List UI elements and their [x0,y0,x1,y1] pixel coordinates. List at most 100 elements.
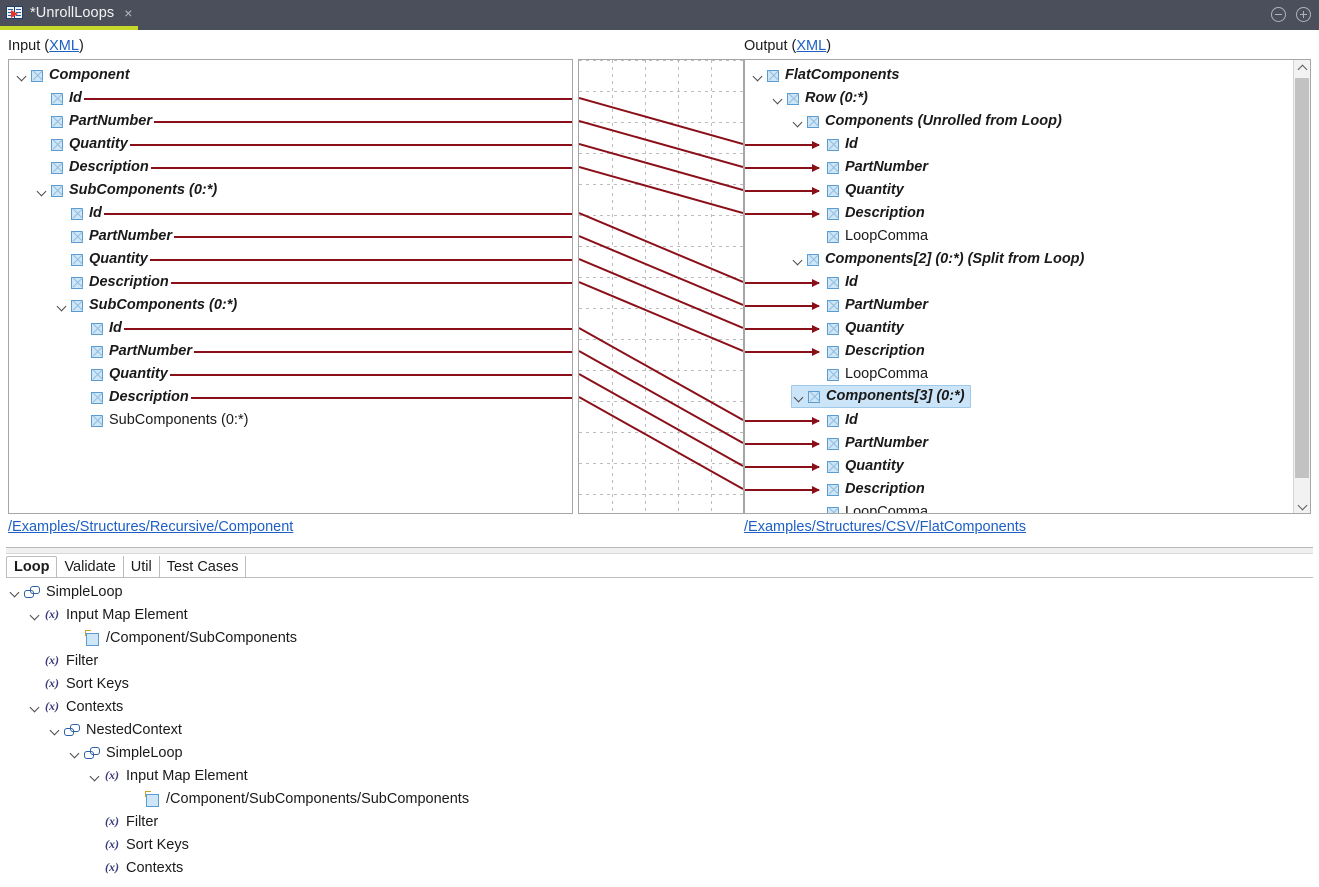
node-checkbox-icon[interactable] [827,506,839,513]
chevron-down-icon[interactable] [28,700,42,714]
output-tree-row[interactable]: Description [811,202,925,225]
chevron-down-icon[interactable] [48,723,62,737]
input-tree-row[interactable]: Component [15,64,130,87]
chevron-down-icon[interactable] [55,299,69,313]
input-tree-row[interactable]: PartNumber [35,110,152,133]
node-checkbox-icon[interactable] [91,322,103,335]
loop-tree-row[interactable]: (x)Input Map Element [88,764,248,787]
tab-test-cases[interactable]: Test Cases [160,556,247,578]
output-tree-row[interactable]: PartNumber [811,294,928,317]
output-path-link[interactable]: /Examples/Structures/CSV/FlatComponents [744,519,1027,535]
node-checkbox-icon[interactable] [807,115,819,128]
input-tree-row[interactable]: Quantity [75,363,168,386]
output-tree-row[interactable]: LoopComma [811,225,928,248]
input-tree-row[interactable]: Quantity [55,248,148,271]
expand-all-icon[interactable] [1296,7,1311,22]
output-xml-link[interactable]: XML [796,38,827,54]
input-xml-link[interactable]: XML [49,38,79,54]
node-checkbox-icon[interactable] [71,230,83,243]
input-tree-row[interactable]: SubComponents (0:*) [75,409,248,432]
chevron-down-icon[interactable] [791,253,805,267]
panel-splitter[interactable] [6,547,1313,554]
input-path-link[interactable]: /Examples/Structures/Recursive/Component [8,519,294,535]
loop-tree-row[interactable]: SimpleLoop [68,741,183,764]
node-checkbox-icon[interactable] [91,414,103,427]
node-checkbox-icon[interactable] [71,276,83,289]
input-tree-row[interactable]: Quantity [35,133,128,156]
tab-loop[interactable]: Loop [6,556,58,578]
close-icon[interactable]: × [124,5,133,21]
tab-validate[interactable]: Validate [57,556,124,578]
input-tree-row[interactable]: PartNumber [55,225,172,248]
output-tree-row[interactable]: Id [811,271,858,294]
node-checkbox-icon[interactable] [827,230,839,243]
node-checkbox-icon[interactable] [91,391,103,404]
node-checkbox-icon[interactable] [51,184,63,197]
loop-tree-row[interactable]: (x)Sort Keys [28,672,129,695]
scroll-down-button[interactable] [1294,496,1310,513]
loop-tree[interactable]: SimpleLoop(x)Input Map Element/Component… [0,580,1319,887]
output-tree-row[interactable]: Id [811,409,858,432]
loop-tree-row[interactable]: (x)Filter [28,649,98,672]
loop-tree-row[interactable]: (x)Input Map Element [28,603,188,626]
collapse-all-icon[interactable] [1271,7,1286,22]
node-checkbox-icon[interactable] [827,460,839,473]
node-checkbox-icon[interactable] [827,345,839,358]
node-checkbox-icon[interactable] [827,414,839,427]
chevron-down-icon[interactable] [68,746,82,760]
node-checkbox-icon[interactable] [807,253,819,266]
loop-tree-row[interactable]: (x)Filter [88,810,158,833]
output-tree-row[interactable]: Row (0:*) [771,87,868,110]
chevron-down-icon[interactable] [771,92,785,106]
node-checkbox-icon[interactable] [71,253,83,266]
chevron-down-icon[interactable] [791,115,805,129]
connection-grid[interactable] [578,59,744,514]
chevron-down-icon[interactable] [8,585,22,599]
output-tree-row[interactable]: Components (Unrolled from Loop) [791,110,1062,133]
loop-tree-row[interactable]: NestedContext [48,718,182,741]
loop-tree-row[interactable]: (x)Contexts [28,695,123,718]
loop-tree-row[interactable]: (x)Sort Keys [88,833,189,856]
node-checkbox-icon[interactable] [767,69,779,82]
output-tree-row[interactable]: Description [811,340,925,363]
input-tree-row[interactable]: Id [55,202,102,225]
node-checkbox-icon[interactable] [827,276,839,289]
input-tree-row[interactable]: PartNumber [75,340,192,363]
node-checkbox-icon[interactable] [827,322,839,335]
chevron-down-icon[interactable] [35,184,49,198]
input-tree-row[interactable]: SubComponents (0:*) [55,294,237,317]
chevron-down-icon[interactable] [88,769,102,783]
input-tree-row[interactable]: Description [35,156,149,179]
scrollbar-thumb[interactable] [1295,78,1309,478]
loop-tree-row[interactable]: (x)Contexts [88,856,183,879]
loop-tree-row[interactable]: /Component/SubComponents/SubComponents [128,787,469,810]
loop-tree-row[interactable]: /Component/SubComponents [68,626,297,649]
chevron-down-icon[interactable] [792,390,806,404]
output-tree-row-selected[interactable]: Components[3] (0:*) [791,385,971,408]
input-tree-row[interactable]: Description [75,386,189,409]
node-checkbox-icon[interactable] [827,299,839,312]
tab-unrollloops[interactable]: *UnrollLoops × [0,0,139,30]
output-tree-row[interactable]: PartNumber [811,156,928,179]
node-checkbox-icon[interactable] [787,92,799,105]
node-checkbox-icon[interactable] [827,437,839,450]
node-checkbox-icon[interactable] [827,161,839,174]
node-checkbox-icon[interactable] [827,483,839,496]
node-checkbox-icon[interactable] [827,138,839,151]
node-checkbox-icon[interactable] [91,345,103,358]
input-tree-row[interactable]: Id [35,87,82,110]
output-tree-scrollbar[interactable] [1293,60,1310,513]
output-tree-row[interactable]: Description [811,478,925,501]
output-tree-row[interactable]: Quantity [811,317,904,340]
node-checkbox-icon[interactable] [71,299,83,312]
chevron-down-icon[interactable] [751,69,765,83]
output-tree-row[interactable]: Quantity [811,455,904,478]
node-checkbox-icon[interactable] [51,161,63,174]
node-checkbox-icon[interactable] [808,390,820,403]
node-checkbox-icon[interactable] [51,115,63,128]
output-tree-row[interactable]: Id [811,133,858,156]
output-tree-row[interactable]: LoopComma [811,501,928,513]
scroll-up-button[interactable] [1294,60,1310,77]
loop-tree-row[interactable]: SimpleLoop [8,580,123,603]
